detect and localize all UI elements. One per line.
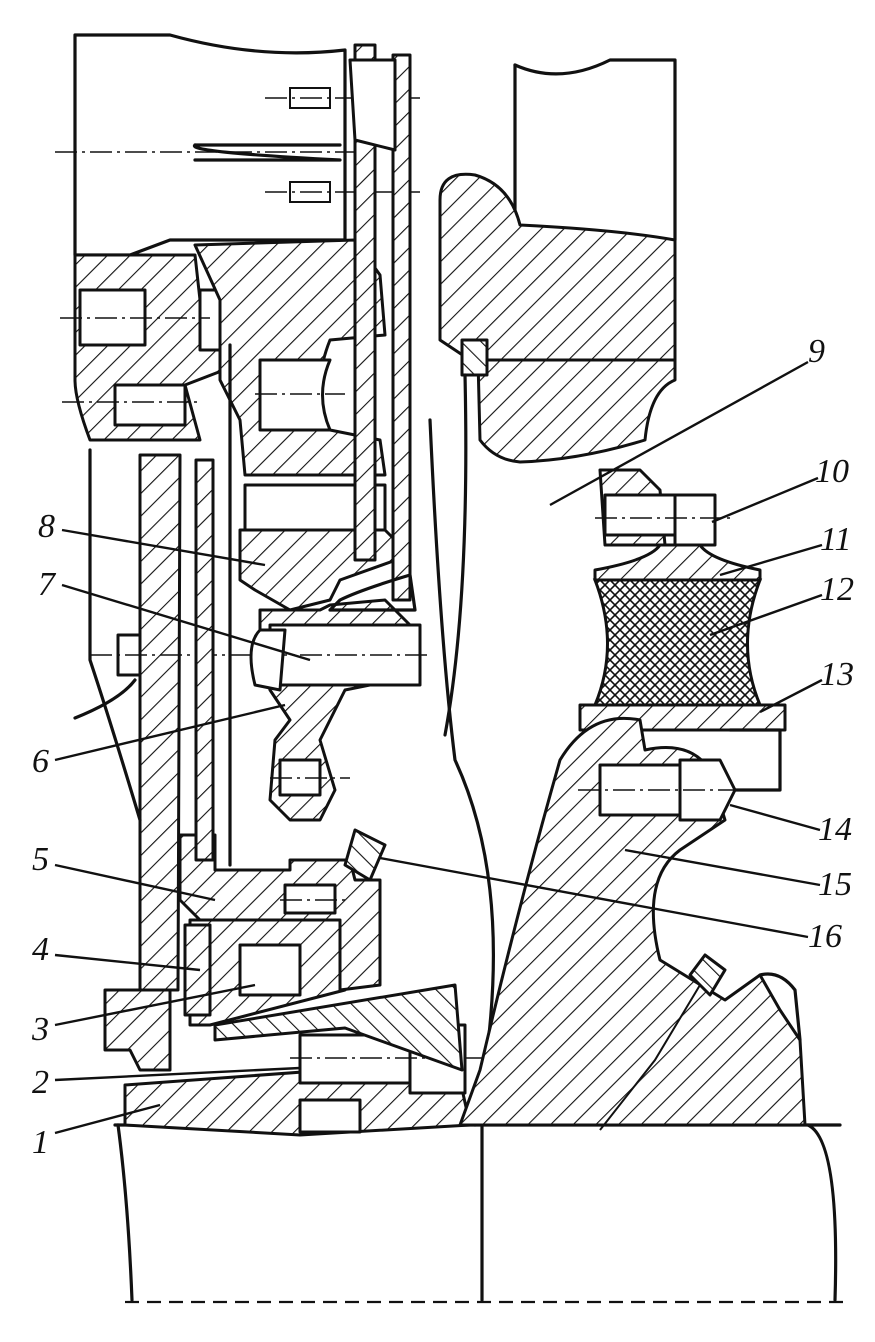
part-labels: 1 2 3 4 5 6 7 8 9 10 11 12 13 14 15 16 xyxy=(31,333,854,1161)
label-14: 14 xyxy=(818,811,852,848)
label-1: 1 xyxy=(32,1124,49,1161)
shaft-body xyxy=(113,1123,850,1304)
label-3: 3 xyxy=(31,1011,49,1048)
label-16: 16 xyxy=(808,918,842,955)
label-15: 15 xyxy=(818,866,852,903)
label-9: 9 xyxy=(808,333,825,370)
label-13: 13 xyxy=(820,656,854,693)
label-11: 11 xyxy=(820,521,851,558)
part-14-15-bracket xyxy=(458,716,807,1131)
left-plate xyxy=(73,448,182,992)
label-5: 5 xyxy=(32,841,49,878)
label-2: 2 xyxy=(32,1064,49,1101)
label-7: 7 xyxy=(38,566,57,603)
label-10: 10 xyxy=(815,453,849,490)
upper-left-housing xyxy=(55,33,420,442)
elastic-mount xyxy=(578,468,787,792)
right-upper-bracket xyxy=(428,58,677,1127)
label-6: 6 xyxy=(32,743,49,780)
label-8: 8 xyxy=(38,508,55,545)
label-12: 12 xyxy=(820,571,854,608)
central-casting xyxy=(193,238,412,612)
label-4: 4 xyxy=(32,931,49,968)
thin-disc-plates xyxy=(194,43,417,867)
